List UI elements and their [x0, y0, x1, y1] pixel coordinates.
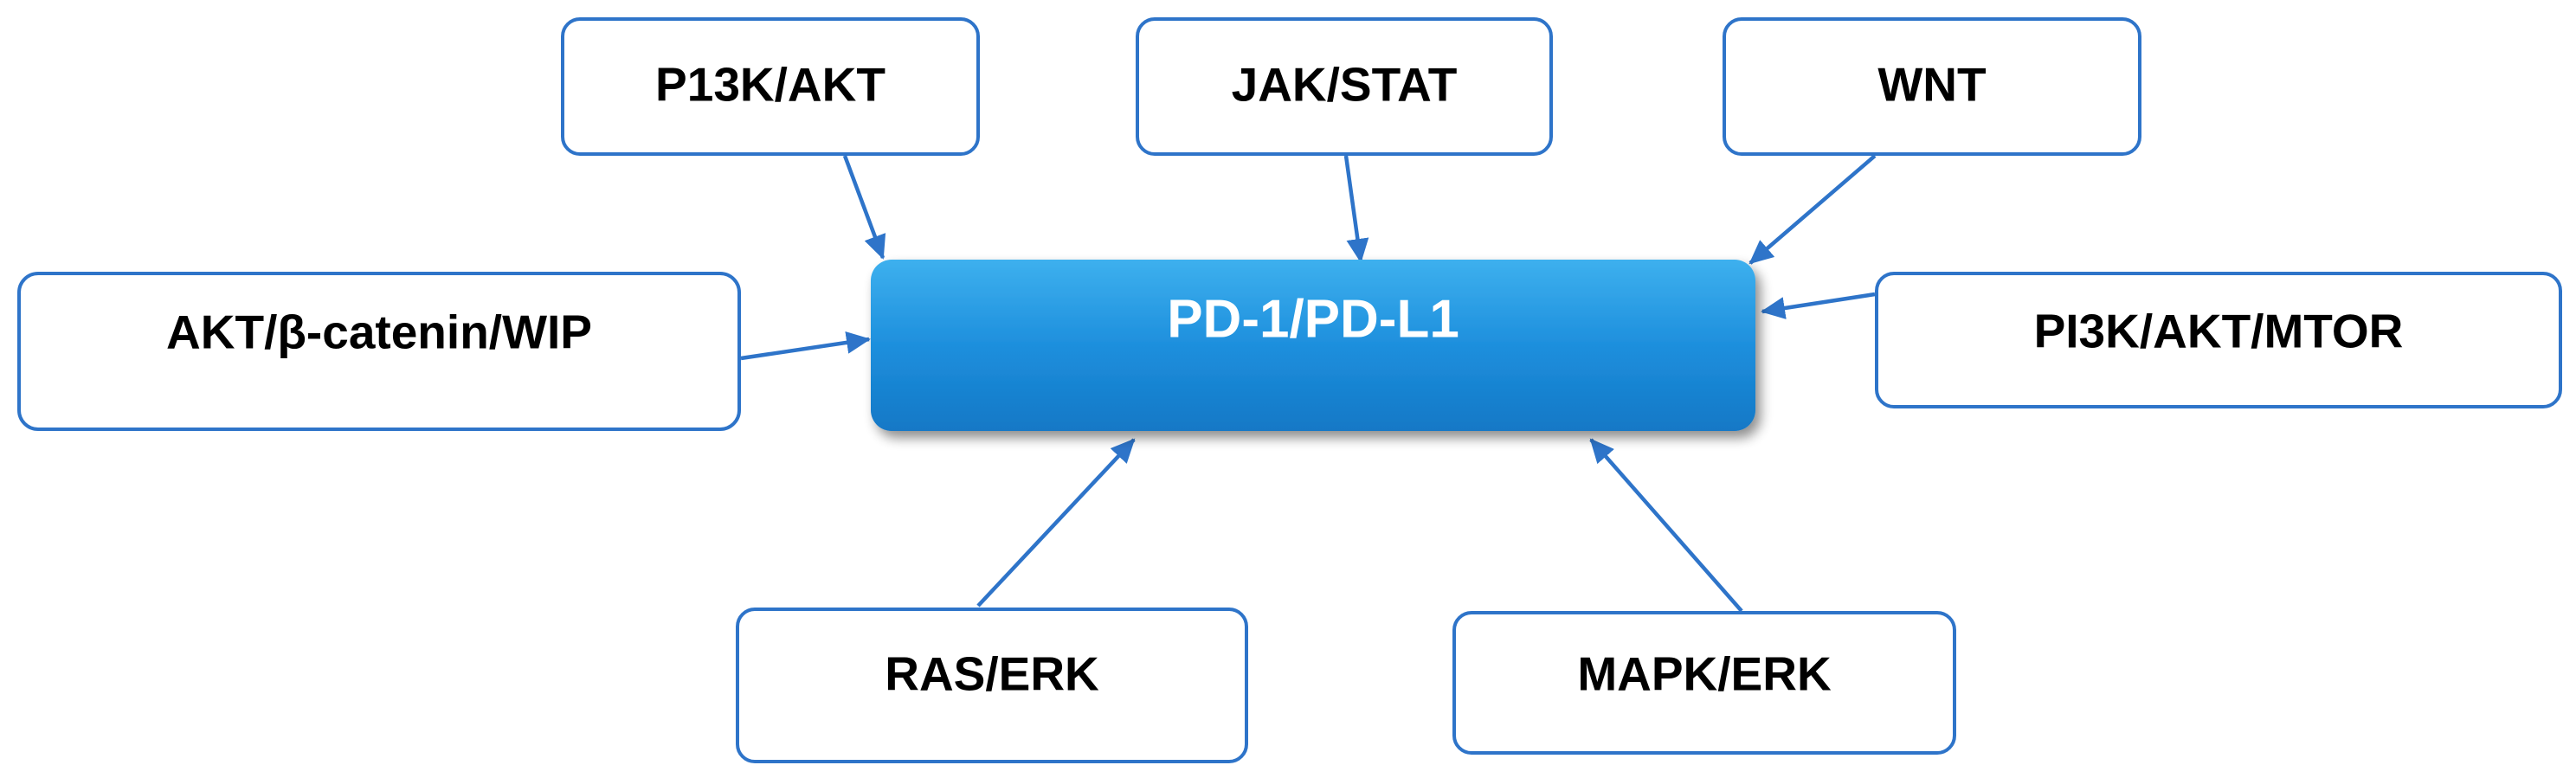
- center-node: [871, 260, 1755, 431]
- node-pi3k-akt-mtor-label: PI3K/AKT/MTOR: [2034, 305, 2404, 358]
- node-wnt-label: WNT: [1877, 58, 1986, 112]
- node-mapk-erk-label: MAPK/ERK: [1577, 647, 1832, 701]
- arrow-p13k-akt: [842, 155, 886, 260]
- node-ras-erk-label: RAS/ERK: [885, 647, 1099, 701]
- node-jak-stat-label: JAK/STAT: [1232, 58, 1458, 112]
- arrow-jak-stat: [1343, 155, 1369, 263]
- center-node-label: PD-1/PD-L1: [1167, 289, 1459, 349]
- node-akt-catenin-wip: AKT/β-catenin/WIP: [17, 272, 741, 431]
- arrow-mapk-erk: [1589, 438, 1743, 613]
- arrow-pi3k-akt-mtor: [1761, 292, 1876, 319]
- node-wnt: WNT: [1723, 17, 2141, 156]
- node-p13k-akt: P13K/AKT: [561, 17, 980, 156]
- arrow-akt-catenin-wip: [740, 331, 871, 361]
- node-jak-stat: JAK/STAT: [1136, 17, 1553, 156]
- node-ras-erk: RAS/ERK: [736, 608, 1248, 763]
- node-pi3k-akt-mtor: PI3K/AKT/MTOR: [1875, 272, 2562, 408]
- arrow-wnt: [1748, 154, 1877, 265]
- arrow-ras-erk: [976, 438, 1136, 608]
- arrows: [740, 154, 1877, 613]
- node-p13k-akt-label: P13K/AKT: [655, 58, 886, 112]
- node-akt-catenin-wip-label: AKT/β-catenin/WIP: [166, 305, 592, 359]
- node-mapk-erk: MAPK/ERK: [1452, 611, 1956, 755]
